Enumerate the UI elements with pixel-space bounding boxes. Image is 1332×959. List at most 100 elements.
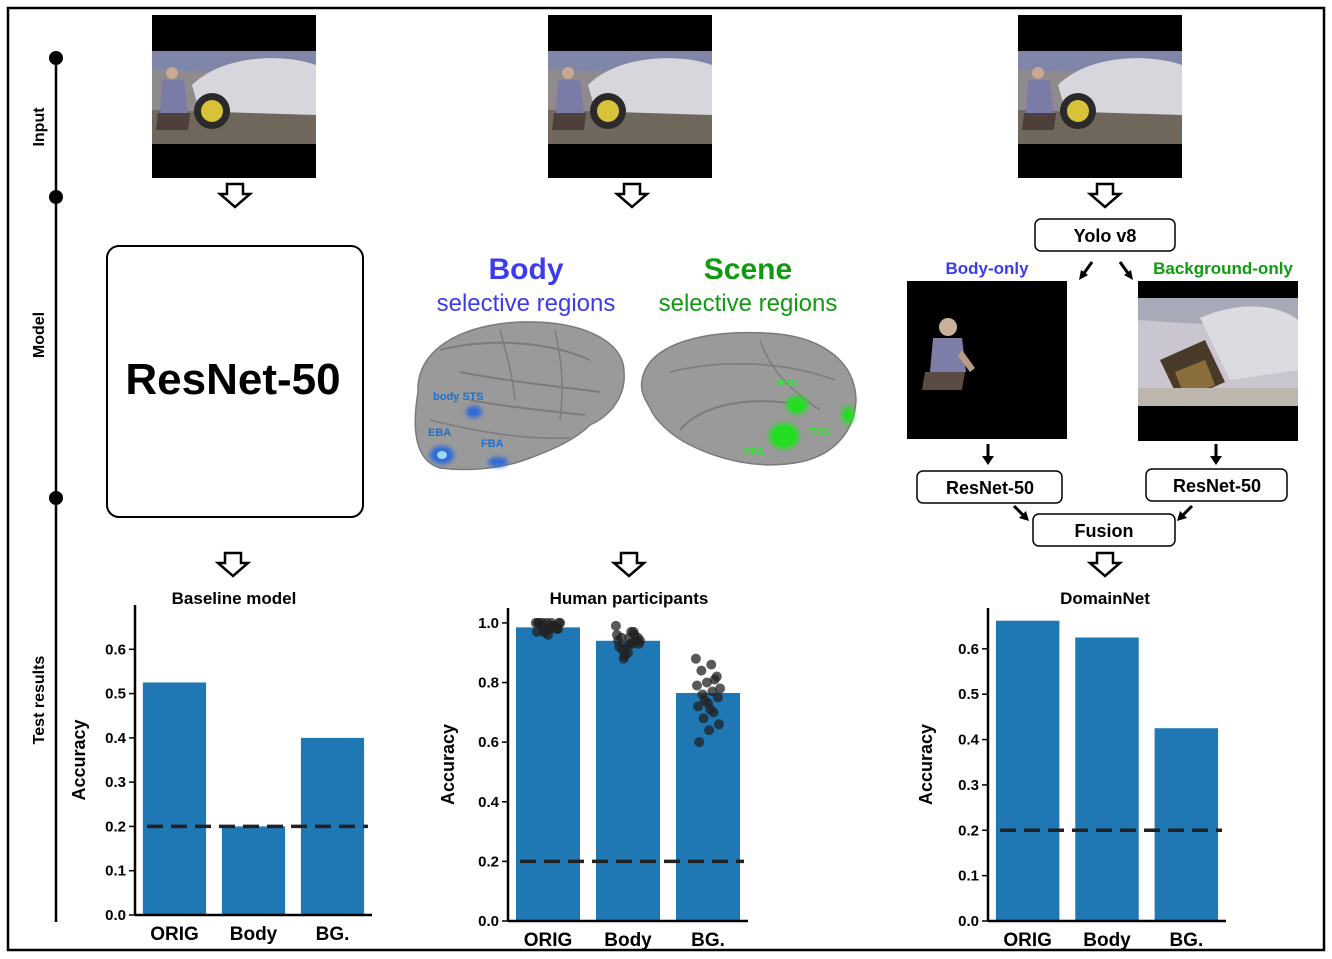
participant-point xyxy=(545,623,556,634)
yolo-label: Yolo v8 xyxy=(1074,226,1137,246)
scene-title: Scene xyxy=(704,253,792,286)
participant-point xyxy=(614,641,625,652)
lateral-brain: body STS EBA FBA xyxy=(414,321,625,471)
bar xyxy=(1075,637,1139,921)
resnet-background-box xyxy=(1145,468,1288,502)
participant-point xyxy=(714,719,724,730)
y-axis-label: Accuracy xyxy=(438,724,458,805)
participant-point xyxy=(555,617,566,628)
y-tick-label: 0.0 xyxy=(105,907,126,924)
y-tick-label: 0.3 xyxy=(105,774,126,791)
stage-label-model: Model xyxy=(31,312,48,358)
x-tick-label: Body xyxy=(604,930,652,951)
y-tick-label: 0.5 xyxy=(958,686,979,703)
bar xyxy=(516,627,580,921)
body-only-image xyxy=(907,281,1067,439)
down-arrow xyxy=(214,551,252,578)
chart-title: Human participants xyxy=(550,589,709,608)
down-arrow xyxy=(1086,182,1124,209)
participant-point xyxy=(610,620,621,631)
x-tick-label: Body xyxy=(230,924,278,945)
fusion-label: Fusion xyxy=(1075,521,1134,541)
participant-point xyxy=(709,674,720,685)
participant-point xyxy=(699,695,710,706)
flow-arrows xyxy=(214,182,1124,578)
participant-point xyxy=(715,683,726,694)
input-images xyxy=(152,15,1182,178)
label-ppa: PPA xyxy=(744,447,764,458)
label-eba: EBA xyxy=(428,427,451,439)
x-tick-label: BG. xyxy=(691,930,725,951)
stage-label-test-results: Test results xyxy=(31,656,48,745)
label-body-sts: body STS xyxy=(433,391,484,403)
down-arrow xyxy=(216,182,254,209)
y-tick-label: 0.6 xyxy=(958,641,979,658)
y-tick-label: 0.2 xyxy=(478,853,499,870)
timeline-dot xyxy=(49,491,63,505)
scene-subtitle: selective regions xyxy=(659,290,838,317)
down-arrow xyxy=(613,182,651,209)
y-tick-label: 0.4 xyxy=(478,794,500,811)
input-image xyxy=(1018,15,1182,178)
y-tick-label: 0.3 xyxy=(958,777,979,794)
participant-point xyxy=(690,653,701,664)
y-tick-label: 0.4 xyxy=(958,732,980,749)
resnet-background-label: ResNet-50 xyxy=(1173,476,1261,496)
y-tick-label: 1.0 xyxy=(478,615,499,632)
x-tick-label: Body xyxy=(1083,930,1131,951)
label-fba: FBA xyxy=(481,438,504,450)
bar xyxy=(221,826,286,915)
timeline-dot xyxy=(49,51,63,65)
participant-point xyxy=(698,713,709,724)
x-tick-label: BG. xyxy=(316,924,350,945)
timeline-dot xyxy=(49,190,63,204)
y-tick-label: 0.4 xyxy=(105,730,127,747)
stage-label-input: Input xyxy=(31,107,48,147)
y-tick-label: 0.2 xyxy=(105,818,126,835)
label-tos: TOS xyxy=(810,427,831,438)
x-tick-label: ORIG xyxy=(150,924,199,945)
y-tick-label: 0.0 xyxy=(478,913,499,930)
stage-timeline: Input Model Test results xyxy=(31,51,63,922)
y-tick-label: 0.5 xyxy=(105,686,126,703)
participant-point xyxy=(694,737,705,748)
down-arrow xyxy=(610,551,648,578)
participant-point xyxy=(696,665,707,676)
participant-point xyxy=(692,680,702,691)
y-axis-label: Accuracy xyxy=(69,719,89,800)
x-tick-label: BG. xyxy=(1169,930,1203,951)
participant-point xyxy=(635,635,646,646)
bar xyxy=(1154,728,1219,921)
baseline-model-box: ResNet-50 xyxy=(106,245,364,518)
y-tick-label: 0.0 xyxy=(958,913,979,930)
x-tick-label: ORIG xyxy=(524,930,573,951)
background-only-label: Background-only xyxy=(1153,259,1293,278)
body-only-label: Body-only xyxy=(945,259,1029,278)
y-tick-label: 0.1 xyxy=(958,868,979,885)
participant-point xyxy=(712,692,723,703)
y-tick-label: 0.2 xyxy=(958,822,979,839)
domainnet-pipeline: Yolo v8 Body-only Background-only xyxy=(907,218,1298,547)
participant-point xyxy=(619,650,630,661)
resnet-body-box xyxy=(916,470,1063,504)
bar xyxy=(995,620,1060,921)
medial-brain: RSC TOS PPA xyxy=(640,331,857,466)
participant-point xyxy=(693,701,704,712)
baseline-model-name: ResNet-50 xyxy=(125,355,340,404)
chart-title: DomainNet xyxy=(1060,589,1150,608)
chart-title: Baseline model xyxy=(172,589,297,608)
participant-point xyxy=(701,677,712,688)
bar xyxy=(596,640,660,921)
input-image xyxy=(548,15,712,178)
y-tick-label: 0.6 xyxy=(478,734,499,751)
participant-point xyxy=(704,725,715,736)
body-title: Body xyxy=(489,253,564,286)
fusion-box xyxy=(1032,513,1176,547)
down-arrow xyxy=(1086,551,1124,578)
bar xyxy=(142,682,207,915)
